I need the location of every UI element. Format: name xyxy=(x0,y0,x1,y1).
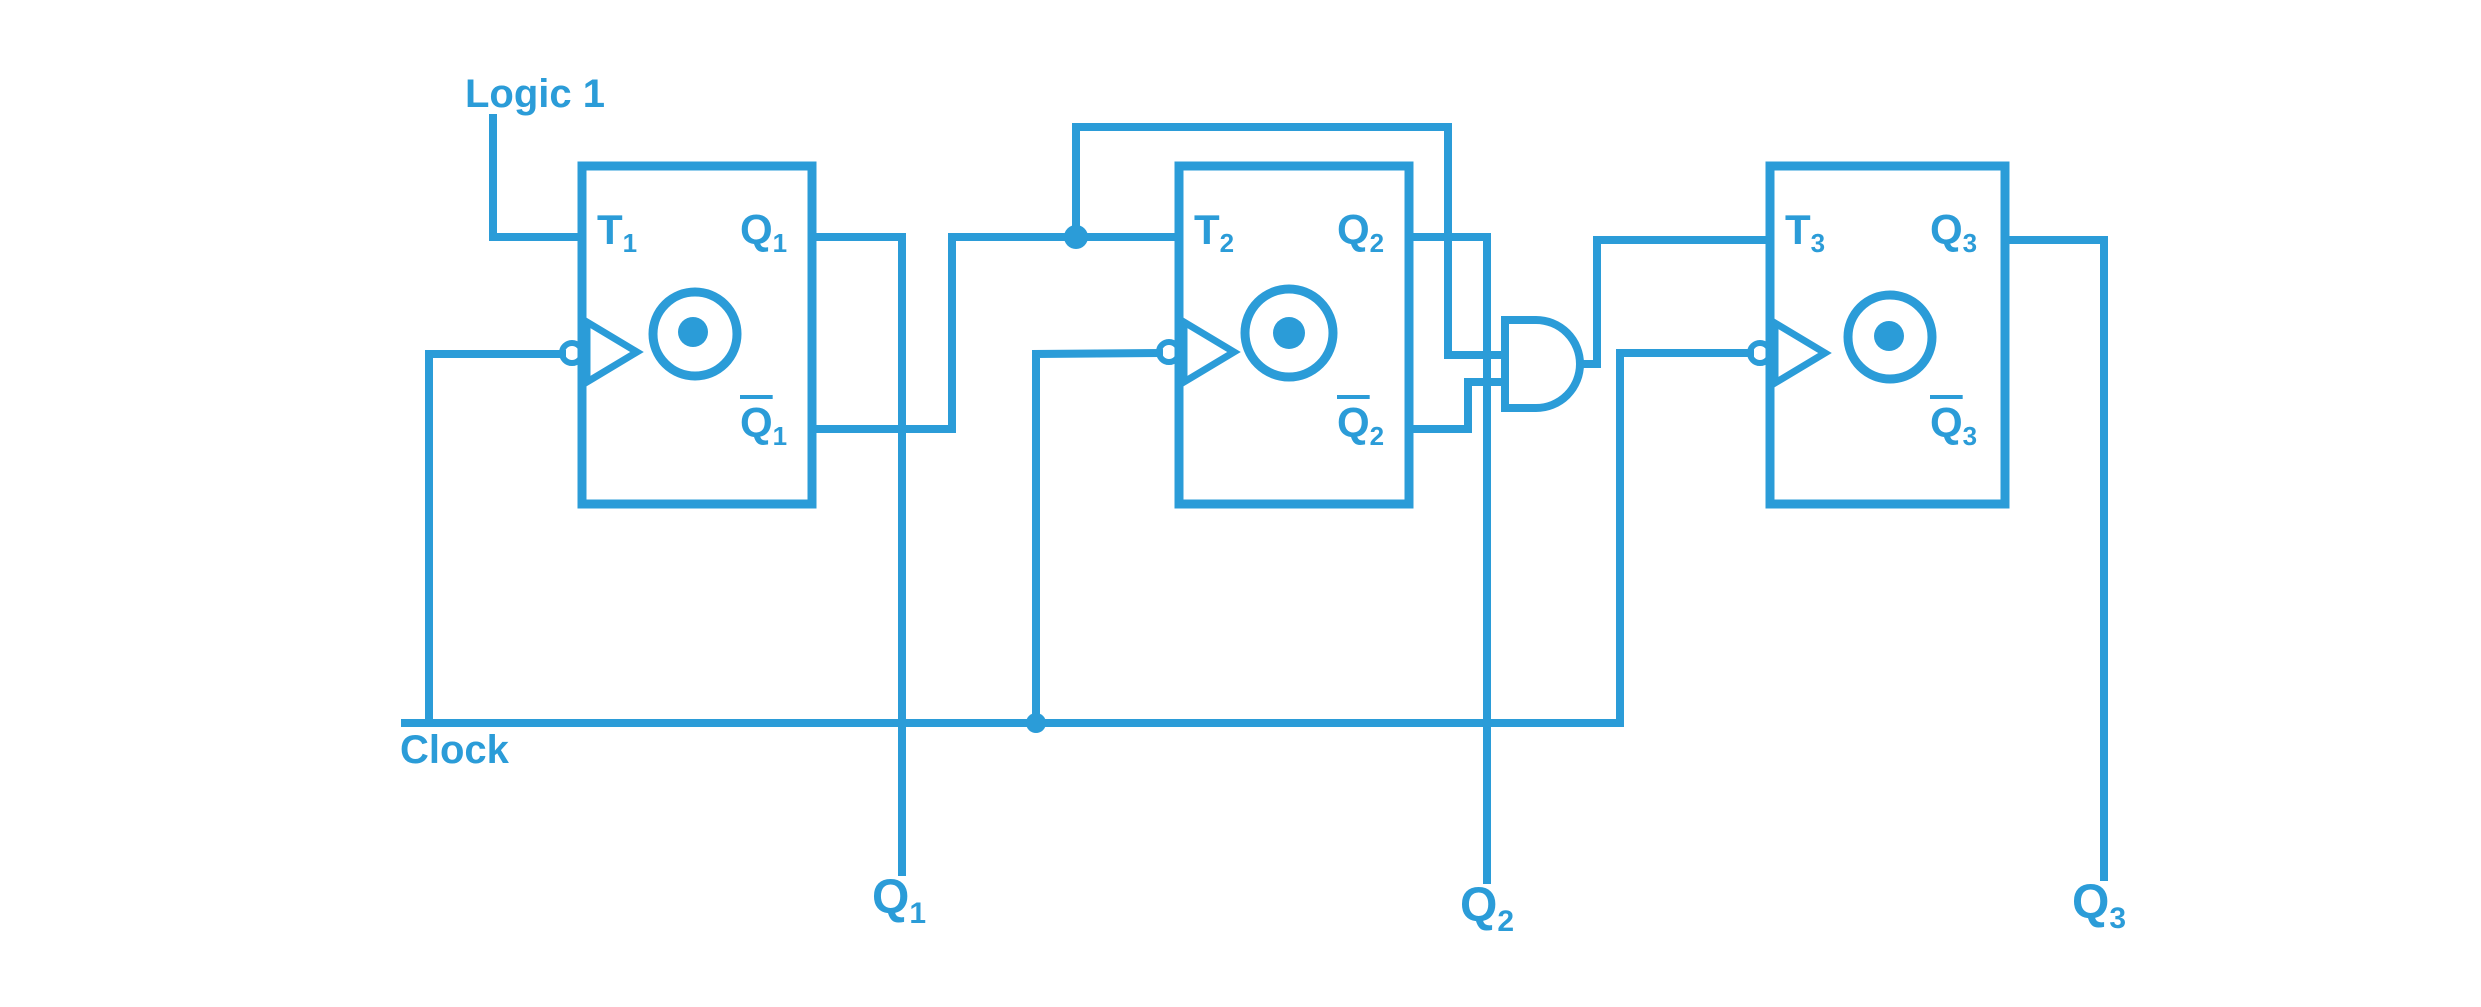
wire-and-output-to-ff3-t xyxy=(1576,236,1774,368)
ff1-qbar-label: Q1 xyxy=(740,399,788,451)
clock-label[interactable]: Clock xyxy=(400,728,509,772)
flip-flop-3-clock-face-icon xyxy=(1843,290,1937,384)
wire-ff1-qbar-to-ff2-t xyxy=(808,233,1183,433)
ff3-t-label: T3 xyxy=(1785,206,1826,258)
output-q1-label[interactable]: Q1 xyxy=(872,871,927,930)
ff3-q-label: Q3 xyxy=(1930,206,1978,258)
ff1-q-label: Q1 xyxy=(740,206,788,258)
wire-logic1-to-ff1-t xyxy=(489,114,586,241)
flip-flop-1-clock-face-center xyxy=(678,317,708,347)
wire-ff2-q-to-output-q2 xyxy=(1405,233,1491,884)
flip-flop-3-clock-bubble xyxy=(1747,340,1773,366)
flip-flop-2[interactable] xyxy=(1156,161,1414,509)
flip-flop-3[interactable] xyxy=(1747,161,2010,509)
and-gate[interactable] xyxy=(1501,316,1584,412)
ff3-qbar-label: Q3 xyxy=(1930,399,1978,451)
flip-flop-3-clock-face-center xyxy=(1874,321,1904,351)
flip-flop-1-clock-face-icon xyxy=(648,287,742,381)
flip-flop-2-clock-face-center xyxy=(1273,317,1305,349)
junction-dot xyxy=(1064,225,1088,249)
wire-clock-riser-ff1 xyxy=(425,350,566,727)
ff2-qbar-label: Q2 xyxy=(1337,399,1385,451)
wire-clock-riser-ff3 xyxy=(1616,349,1754,727)
flip-flop-2-clock-edge-icon xyxy=(1180,315,1241,389)
flip-flop-1-clock-bubble xyxy=(559,340,585,366)
ff2-q-label: Q2 xyxy=(1337,206,1385,258)
wire-bypass-to-and-input-1 xyxy=(1072,123,1509,359)
junction-dot xyxy=(1026,713,1046,733)
wire-ff2-qbar-to-and-input-2 xyxy=(1405,378,1509,433)
flip-flop-2-clock-face-icon xyxy=(1240,284,1338,382)
logic-high-label[interactable]: Logic 1 xyxy=(465,72,606,116)
wire-ff3-q-to-output-q3 xyxy=(2001,236,2108,881)
flip-flop-1-clock-edge-icon xyxy=(583,315,644,389)
ff1-t-label: T1 xyxy=(597,206,638,258)
flip-flop-2-clock-bubble xyxy=(1156,339,1182,365)
output-q3-label[interactable]: Q3 xyxy=(2072,876,2127,935)
wire-ff1-q-to-output-q1 xyxy=(808,233,906,876)
flip-flop-1[interactable] xyxy=(559,161,817,509)
wire-clock-riser-ff2 xyxy=(1032,348,1164,727)
output-q2-label[interactable]: Q2 xyxy=(1460,879,1515,938)
ff2-t-label: T2 xyxy=(1194,206,1235,258)
flip-flop-3-clock-edge-icon xyxy=(1771,316,1832,390)
